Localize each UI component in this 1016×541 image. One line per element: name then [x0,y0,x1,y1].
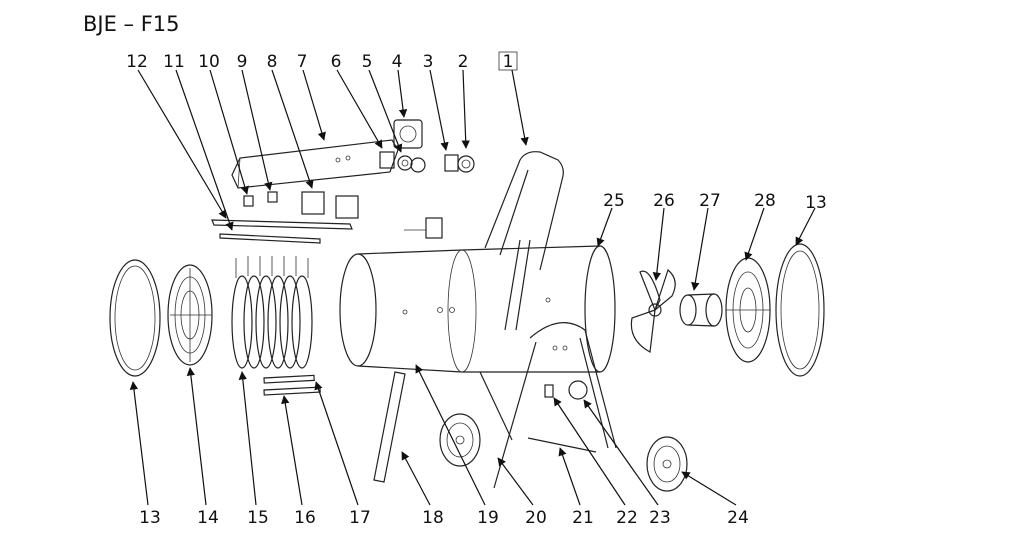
callout-23: 23 [649,508,671,528]
hub-cap [568,380,588,400]
diagram-title: BJE – F15 [83,12,180,36]
callout-27: 27 [699,191,721,211]
callout-8: 8 [267,52,278,72]
callout-2: 2 [458,52,469,72]
heater-housing [339,245,616,373]
callout-13-right: 13 [805,193,827,213]
callout-15: 15 [247,508,269,528]
callout-7: 7 [297,52,308,72]
fan-blade [630,268,676,353]
wheel-left [439,413,481,467]
leader-lines [129,69,816,506]
callout-12: 12 [126,52,148,72]
callout-17: 17 [349,508,371,528]
control-knob [397,155,413,171]
callout-22: 22 [616,508,638,528]
callout-5: 5 [362,52,373,72]
callout-16: 16 [294,508,316,528]
callout-26: 26 [653,191,675,211]
indicator-lamp [457,155,475,173]
front-leg [373,371,406,483]
front-grille [167,264,213,366]
callout-4: 4 [392,52,403,72]
rocker-switch [444,154,459,172]
heating-element-coils [231,256,313,369]
callout-18: 18 [422,508,444,528]
callout-9: 9 [237,52,248,72]
callout-labels: 1 2 3 4 5 6 7 8 9 10 11 12 13 13 14 15 1… [126,51,827,528]
callout-21: 21 [572,508,594,528]
wheel-right [646,436,688,492]
callout-14: 14 [197,508,219,528]
protective-ring-left [109,259,161,377]
callout-20: 20 [525,508,547,528]
rear-grille [725,257,771,363]
callout-1: 1 [503,52,514,72]
axle [527,437,597,453]
callout-3: 3 [423,52,434,72]
support-stand [479,322,617,489]
callout-25: 25 [603,191,625,211]
insulation-strips [211,219,353,244]
terminal-blocks [301,191,359,219]
cable-clips [243,191,278,207]
callout-13-left: 13 [139,508,161,528]
callout-10: 10 [198,52,220,72]
callout-24: 24 [727,508,749,528]
motor [679,293,723,327]
protective-ring-right [775,243,825,377]
bolt [544,384,554,398]
callout-11: 11 [163,52,185,72]
relay [379,151,395,169]
control-box-cover [231,139,399,189]
cable-gland [404,217,443,239]
handle-frame [484,151,564,331]
callout-6: 6 [331,52,342,72]
callout-19: 19 [477,508,499,528]
callout-28: 28 [754,191,776,211]
mounting-bars [263,374,321,396]
